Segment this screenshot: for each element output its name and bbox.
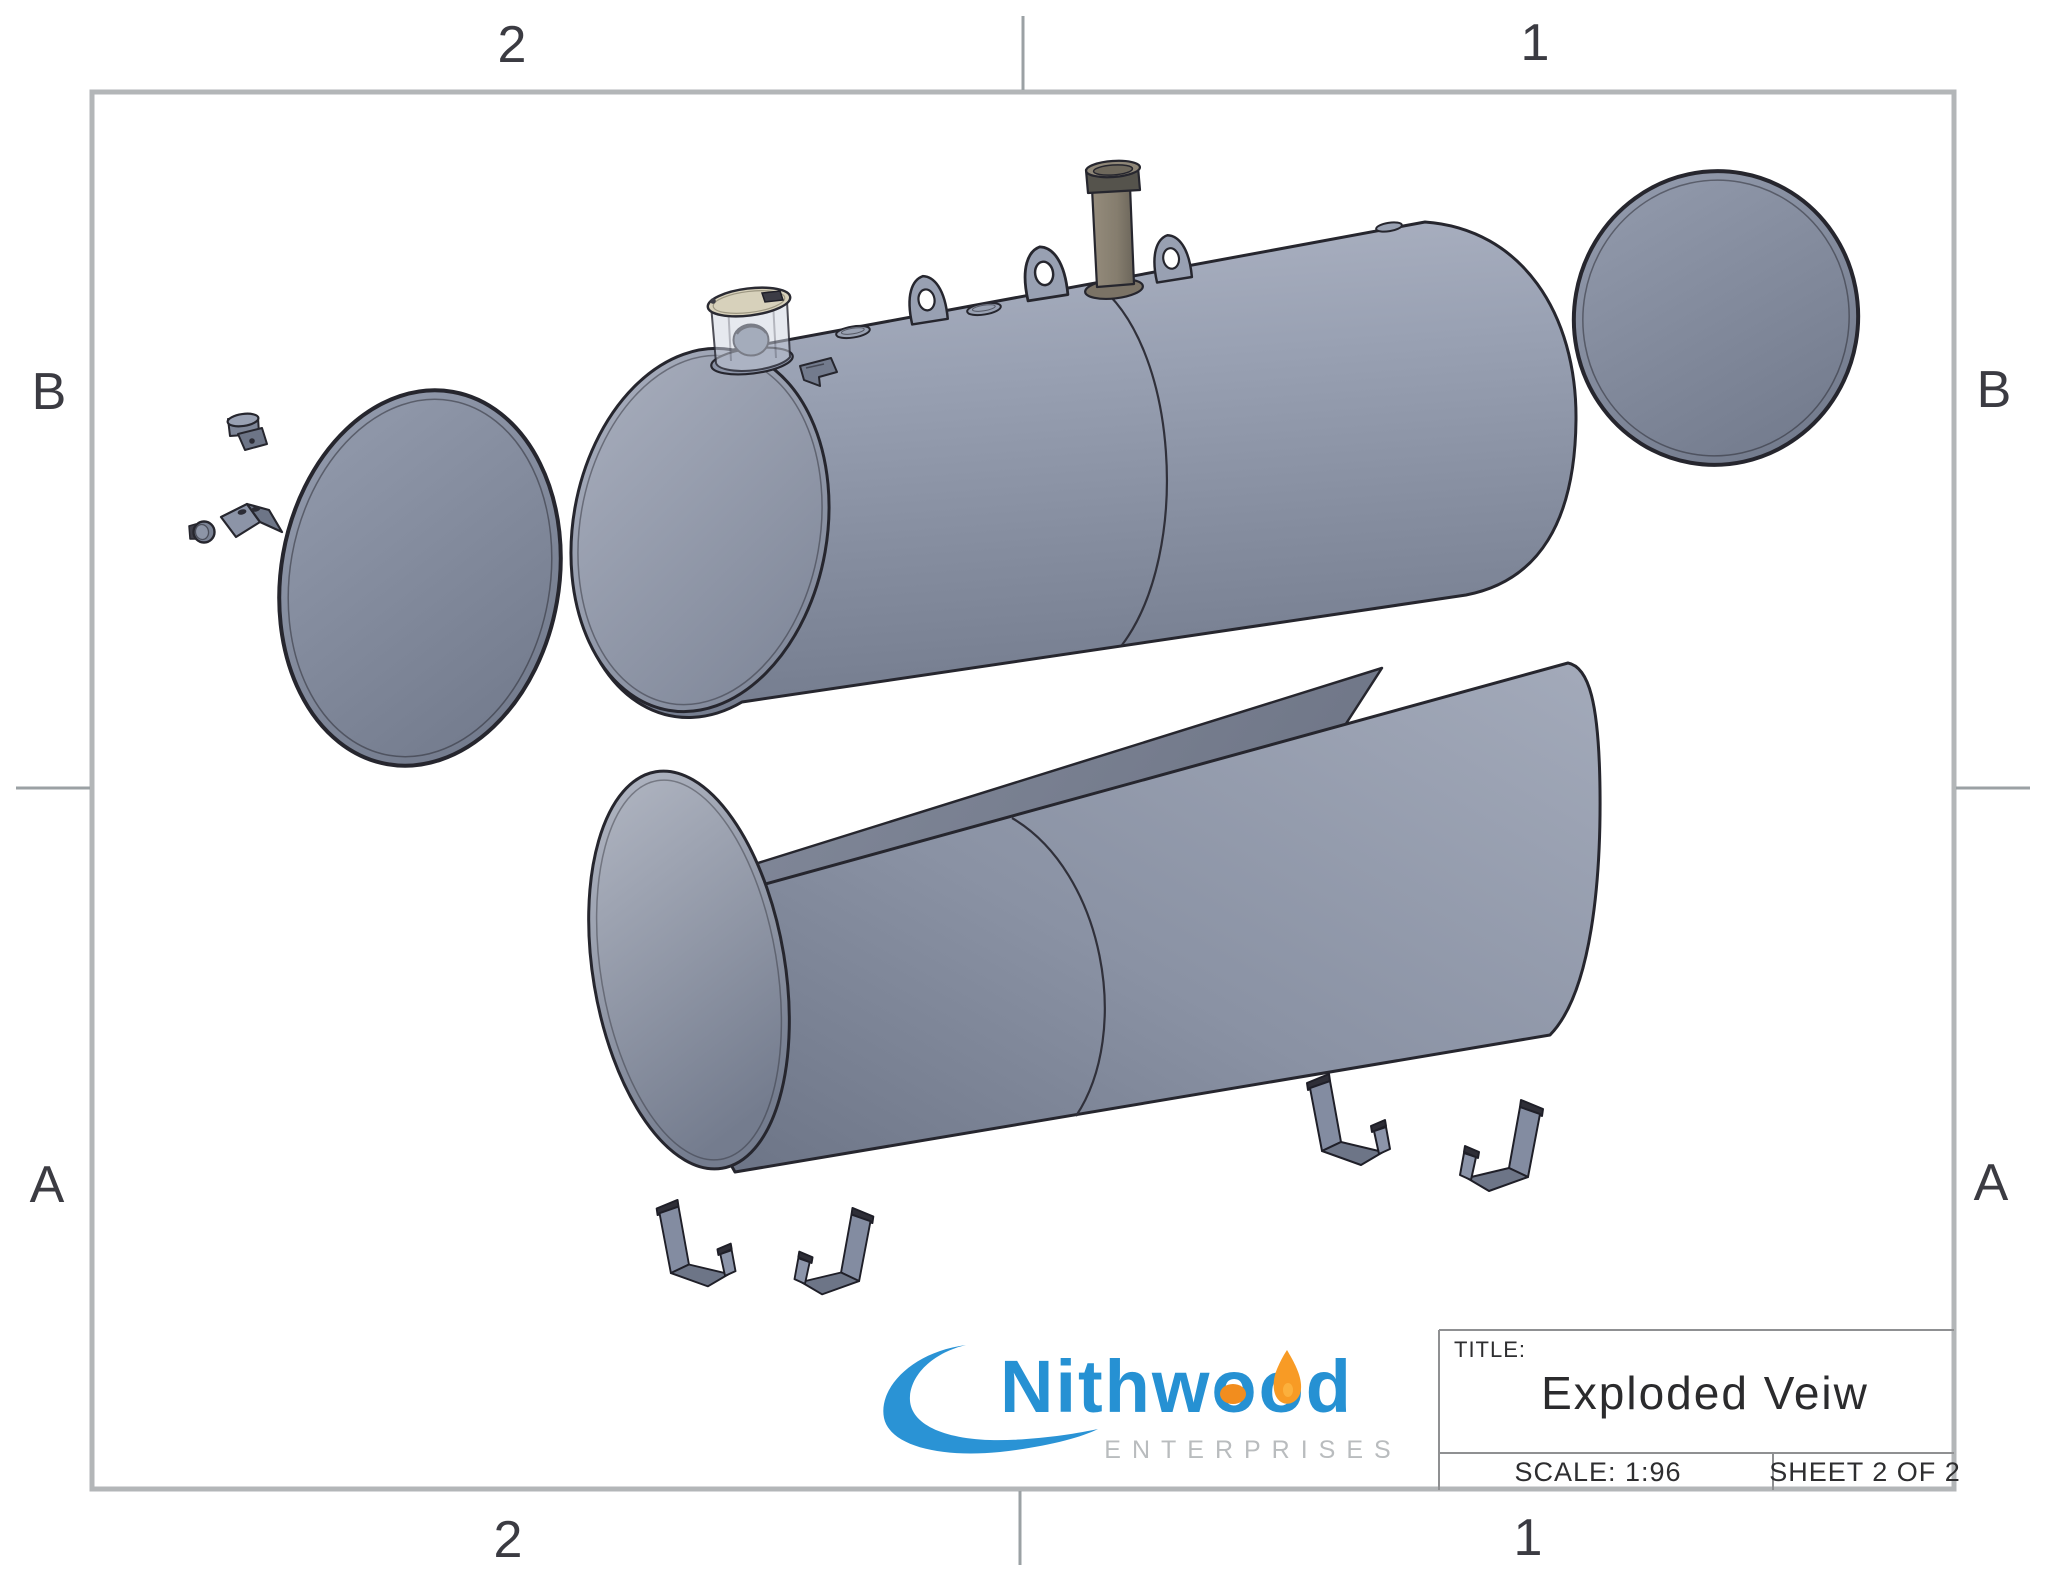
company-logo: Nithwood ENTERPRISES <box>883 1345 1401 1464</box>
zone-bottom-2: 2 <box>494 1511 523 1569</box>
fill-limiter-fitting <box>226 412 268 451</box>
shell-body <box>686 661 1602 1174</box>
lifting-lug-2 <box>1018 242 1070 303</box>
zone-top-1: 1 <box>1521 14 1550 72</box>
coupling-pad-2 <box>966 301 1002 317</box>
title-block: TITLE: Exploded Veiw SCALE: 1:96 SHEET 2… <box>1438 1329 1961 1490</box>
lifting-lug-3 <box>1148 231 1194 284</box>
surface-clip <box>799 357 838 387</box>
logo-flame-icon <box>1273 1350 1302 1404</box>
zone-left-b: B <box>32 363 67 421</box>
frame-rect <box>89 89 1957 1492</box>
shell-weld-seam <box>1011 817 1106 1117</box>
zone-bottom-1: 1 <box>1514 1509 1543 1567</box>
z-bracket-1 <box>655 1198 737 1288</box>
z-bracket-4 <box>1459 1099 1544 1192</box>
tank-assembly <box>569 159 1578 719</box>
coupling-pad-3 <box>1375 221 1403 233</box>
plug-fitting <box>188 520 216 544</box>
tank-weld-seam <box>1094 282 1168 646</box>
left-end-cap <box>277 388 563 768</box>
zone-right-a: A <box>1974 1154 2009 1212</box>
manway-spill-bucket <box>706 286 794 376</box>
logo-flame-highlight <box>1283 1383 1293 1397</box>
right-end-cap <box>1571 169 1861 467</box>
sheet-number: SHEET 2 OF 2 <box>1769 1457 1961 1487</box>
z-bracket-3 <box>1306 1073 1391 1166</box>
lid-hinge <box>710 298 716 304</box>
shell-inner-rim <box>595 779 783 1161</box>
border-frame <box>16 16 2030 1565</box>
zone-top-2: 2 <box>498 16 527 74</box>
vent-bracket <box>219 502 284 539</box>
shell-open-face <box>587 769 791 1171</box>
logo-orange-fill-icon <box>1220 1384 1246 1404</box>
title-block-lines <box>1438 1329 1954 1490</box>
lifting-lug-1 <box>903 272 950 326</box>
scale-value: SCALE: 1:96 <box>1514 1457 1681 1487</box>
zone-left-a: A <box>30 1156 65 1214</box>
logo-subtext: ENTERPRISES <box>1104 1436 1401 1464</box>
zone-labels: 2 1 2 1 B A B A <box>30 14 2012 1569</box>
lid-latch <box>760 290 785 303</box>
title-label: TITLE: <box>1454 1337 1526 1362</box>
coupling-pad-1 <box>835 324 871 340</box>
zone-right-b: B <box>1977 361 2012 419</box>
pipe-bore <box>1092 164 1134 176</box>
pipe-shaft <box>1090 184 1136 289</box>
exploded-view <box>188 159 1861 1296</box>
z-bracket-2 <box>793 1206 875 1296</box>
containment-shell-assembly <box>587 661 1602 1174</box>
fill-pipe <box>1084 159 1144 301</box>
drawing-title: Exploded Veiw <box>1541 1367 1869 1419</box>
